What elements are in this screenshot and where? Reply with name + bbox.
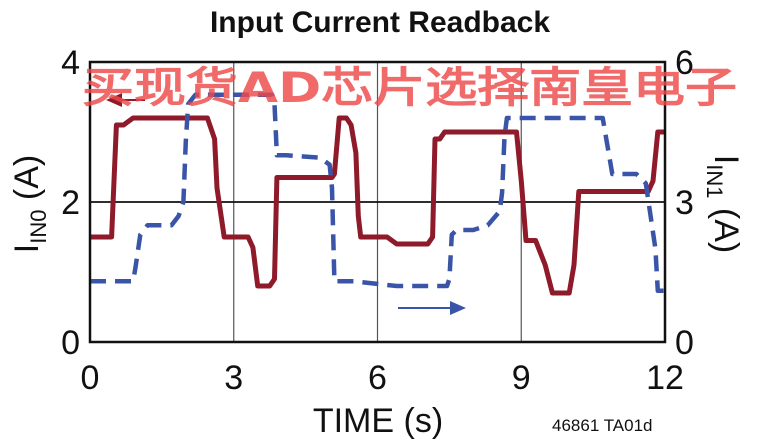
y-right-label-sub: IN1	[702, 164, 727, 198]
y-right-label-unit: (A)	[707, 198, 745, 253]
y-right-tick-3: 3	[675, 184, 694, 222]
y-left-label-sub: IN0	[26, 210, 51, 244]
y-left-tick-4: 4	[61, 44, 80, 82]
y-left-tick-2: 2	[61, 184, 80, 222]
chart-title: Input Current Readback	[210, 6, 550, 39]
svg-text:IIN0 (A): IIN0 (A)	[8, 155, 51, 253]
series-iin1	[90, 92, 665, 293]
series-lines	[90, 92, 665, 296]
y-left-tick-0: 0	[61, 324, 80, 362]
x-tick-12: 12	[646, 359, 684, 397]
y-left-label-main: I	[8, 244, 46, 253]
series-iin0	[90, 115, 665, 296]
y-right-tick-labels: 0 3 6	[675, 44, 694, 362]
x-tick-6: 6	[368, 359, 387, 397]
watermark: 买现货AD芯片选择南皇电子	[82, 63, 737, 112]
y-right-tick-0: 0	[675, 324, 694, 362]
y-left-tick-labels: 0 2 4	[61, 44, 80, 362]
arrow-iin0-left	[106, 93, 145, 107]
x-tick-9: 9	[512, 359, 531, 397]
y-right-label-main: I	[707, 155, 745, 164]
x-tick-labels: 0 3 6 9 12	[81, 359, 684, 397]
x-tick-0: 0	[81, 359, 100, 397]
svg-text:IIN1 (A): IIN1 (A)	[702, 155, 745, 253]
x-tick-3: 3	[224, 359, 243, 397]
y-axis-left-label: IIN0 (A)	[8, 155, 51, 253]
arrow-iin1-right	[398, 301, 466, 315]
y-left-label-unit: (A)	[8, 155, 46, 210]
plot-frame	[88, 60, 667, 344]
x-axis-label: TIME (s)	[313, 402, 443, 440]
footnote: 46861 TA01d	[552, 416, 653, 435]
y-axis-right-label: IIN1 (A)	[702, 155, 745, 253]
y-right-tick-6: 6	[675, 44, 694, 82]
